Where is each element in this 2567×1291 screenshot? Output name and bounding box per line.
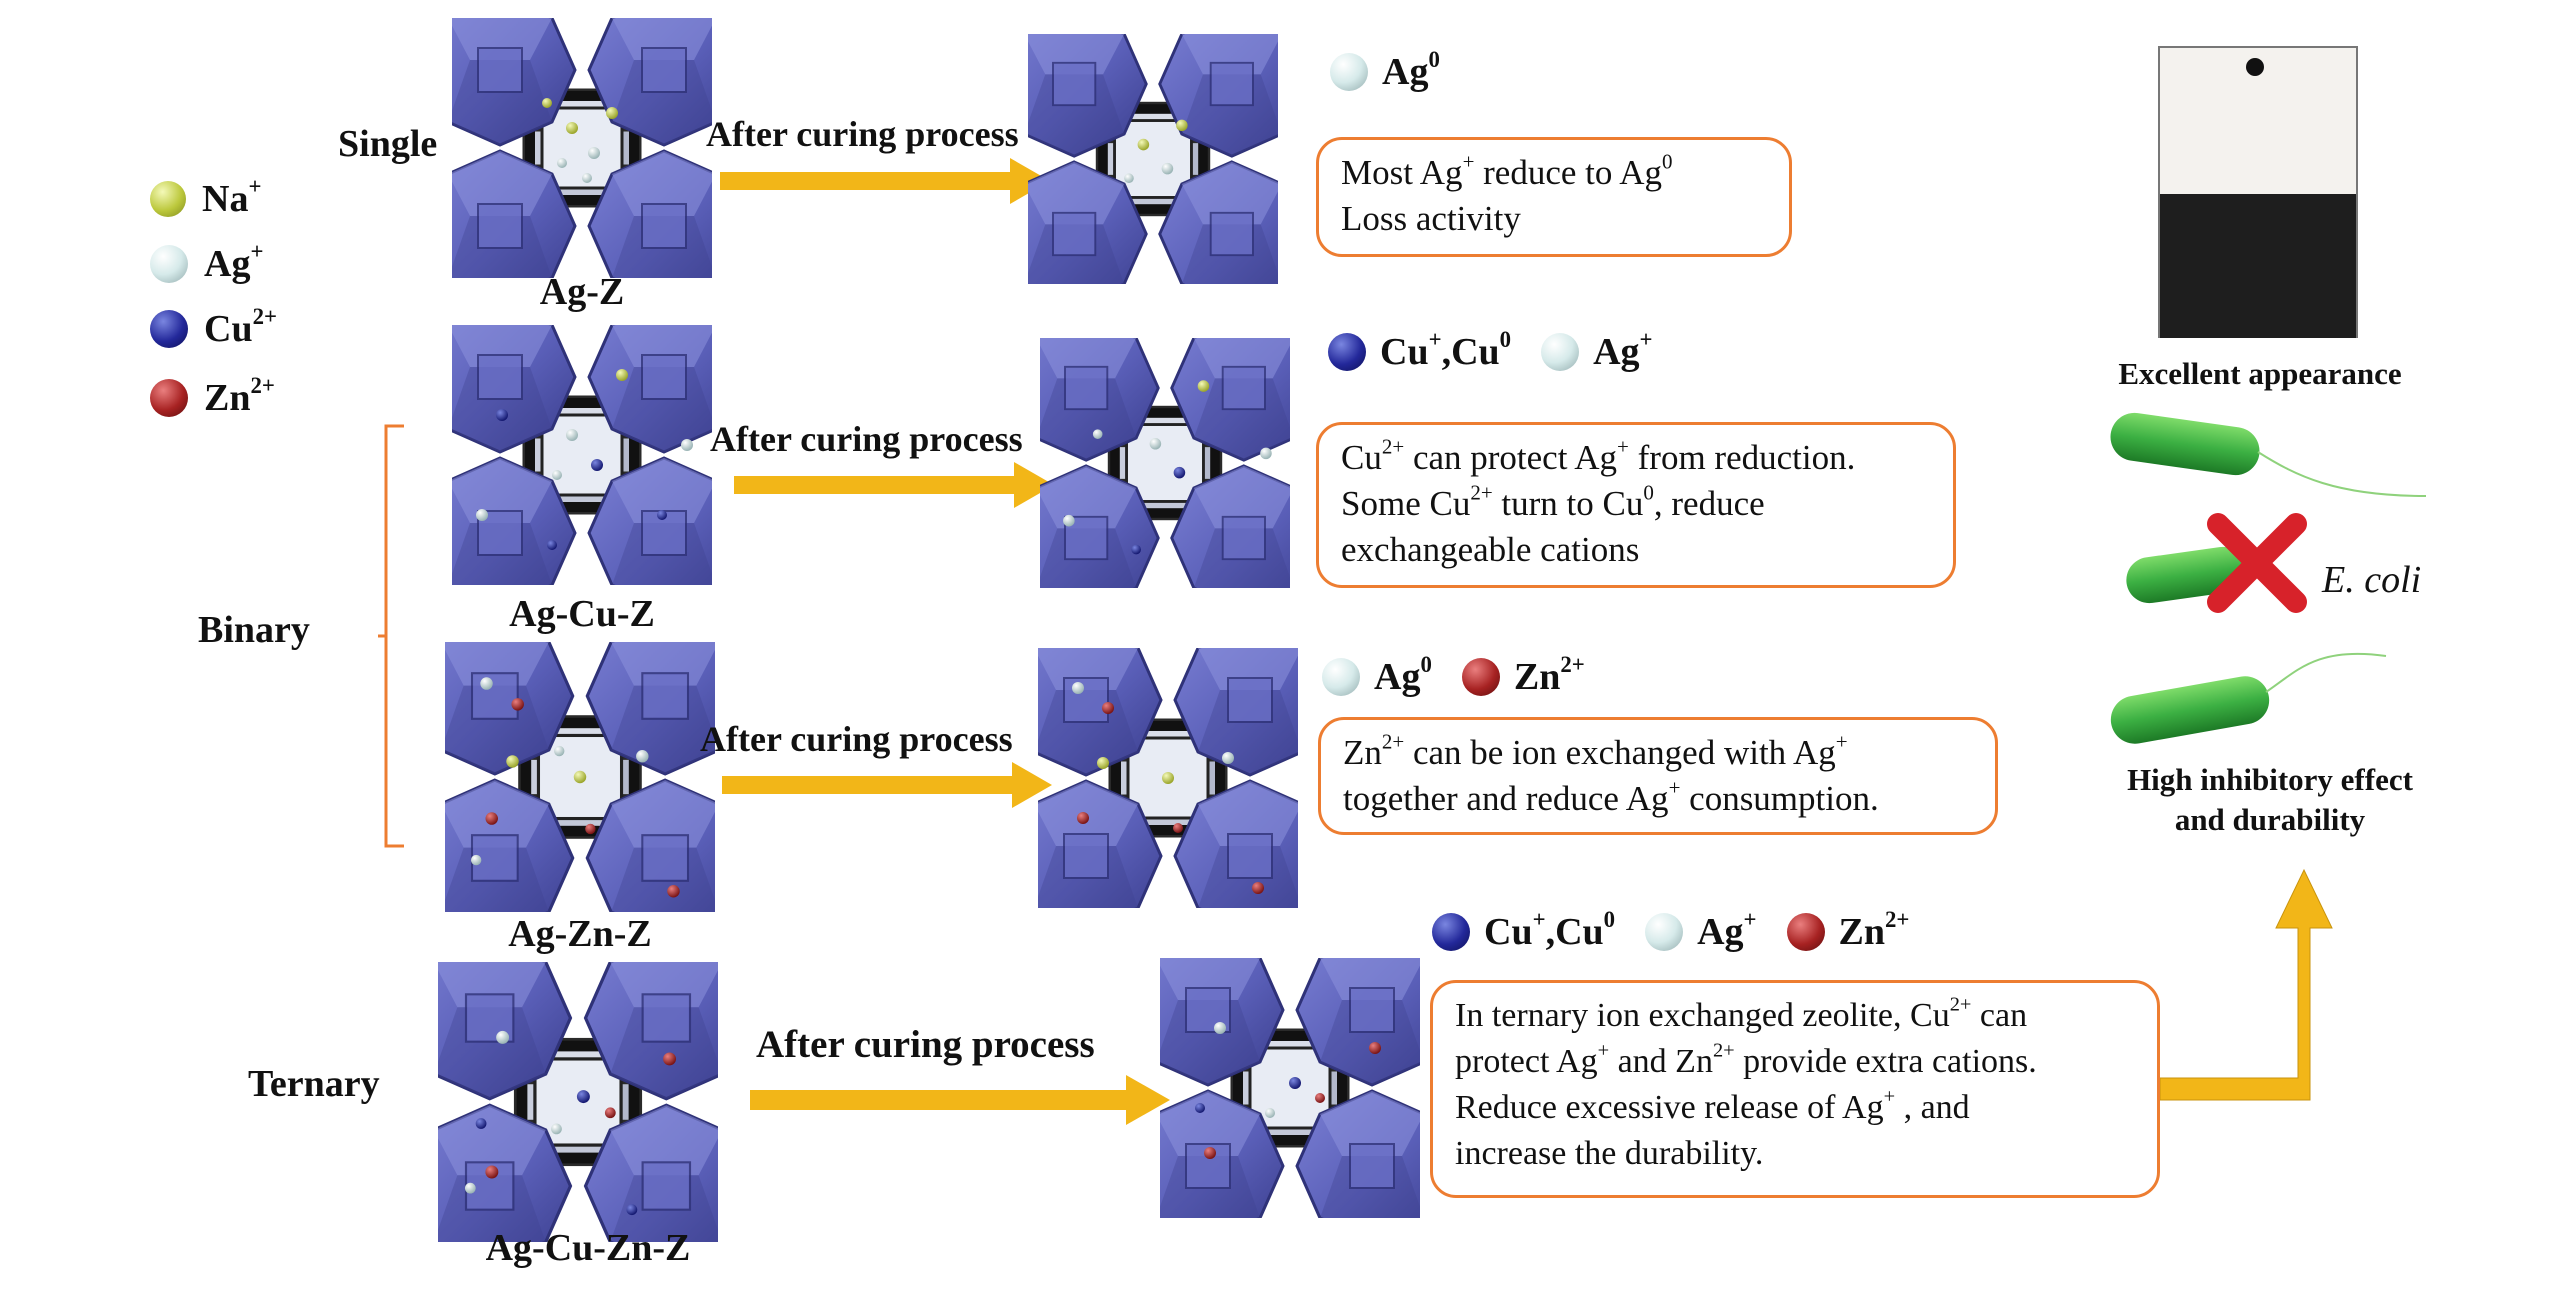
result-line: Reduce excessive release of Ag+ , and	[1455, 1085, 1970, 1126]
ag-ion-icon	[1541, 333, 1580, 371]
sample-ag-zn-z: Ag-Zn-Z	[508, 913, 652, 955]
species-label: Cu+,Cu0	[1380, 326, 1512, 373]
species-label: Ag+	[1593, 326, 1653, 373]
zeolite-ag-cu-z-after	[1040, 338, 1290, 588]
result-box-single: Most Ag+ reduce to Ag0 Loss activity	[1316, 137, 1792, 257]
coated-panel-image	[2158, 46, 2358, 338]
effect-label-line1: High inhibitory effect	[2127, 762, 2413, 797]
cu-ion-icon	[150, 310, 188, 348]
arrow-label-ag-zn: After curing process	[700, 719, 1013, 759]
bacterium-icon	[2110, 652, 2387, 744]
legend-label: Cu2+	[204, 303, 277, 350]
process-arrow-ternary	[750, 1075, 1170, 1125]
zeolite-ag-zn-z-after	[1038, 648, 1298, 908]
zn-ion-icon	[150, 379, 188, 417]
process-arrow-ag-zn	[722, 762, 1052, 808]
process-arrow-ag-cu	[734, 462, 1054, 508]
category-ternary: Ternary	[248, 1063, 380, 1105]
category-binary: Binary	[198, 609, 310, 651]
outcome-arrow	[2160, 868, 2333, 1101]
organism-label: E. coli	[2322, 559, 2422, 601]
species-row-ag-zn: Ag0 Zn2+	[1322, 651, 1615, 699]
result-line: Cu2+ can protect Ag+ from reduction.	[1341, 434, 1856, 477]
cu-ion-icon	[1432, 913, 1470, 951]
arrow-label-ternary: After curing process	[756, 1023, 1095, 1066]
arrow-label-single: After curing process	[706, 114, 1019, 154]
zeolite-ag-zn-z-before	[445, 642, 715, 912]
species-label: Ag+	[1697, 906, 1757, 953]
zeolite-ag-cu-z-before	[452, 325, 712, 585]
species-label: Zn2+	[1513, 651, 1585, 698]
ag-ion-icon	[1645, 913, 1684, 951]
species-row-ag-cu: Cu+,Cu0 Ag+	[1328, 326, 1683, 374]
coated-area	[2160, 194, 2356, 338]
legend-zn: Zn2+	[150, 372, 275, 420]
ag-ion-icon	[1330, 53, 1368, 91]
result-box-ag-cu: Cu2+ can protect Ag+ from reduction. Som…	[1316, 422, 1956, 588]
appearance-label: Excellent appearance	[2118, 356, 2402, 391]
process-arrow-single	[720, 158, 1050, 204]
zn-ion-icon	[1461, 658, 1500, 696]
result-line: Loss activity	[1341, 199, 1521, 238]
species-label: Cu+,Cu0	[1484, 906, 1616, 953]
result-line: Zn2+ can be ion exchanged with Ag+	[1343, 729, 1848, 772]
effect-label-line2: and durability	[2174, 802, 2366, 837]
legend-label: Ag+	[204, 238, 264, 285]
sample-ag-cu-zn-z: Ag-Cu-Zn-Z	[485, 1227, 691, 1269]
species-row-ternary: Cu+,Cu0 Ag+ Zn2+	[1432, 906, 1939, 954]
species-label: Ag0	[1374, 651, 1432, 698]
legend-cu: Cu2+	[150, 303, 277, 351]
result-line: exchangeable cations	[1341, 530, 1640, 569]
result-line: together and reduce Ag+ consumption.	[1343, 775, 1879, 818]
result-box-ag-zn: Zn2+ can be ion exchanged with Ag+ toget…	[1318, 717, 1998, 835]
result-line: Most Ag+ reduce to Ag0	[1341, 149, 1673, 192]
arrow-label-ag-cu: After curing process	[710, 419, 1023, 459]
bacterium-icon	[2110, 412, 2427, 497]
result-box-ternary: In ternary ion exchanged zeolite, Cu2+ c…	[1430, 980, 2160, 1198]
result-line: Some Cu2+ turn to Cu0, reduce	[1341, 480, 1765, 523]
zeolite-ag-z-before	[452, 18, 712, 278]
na-ion-icon	[150, 181, 186, 217]
zeolite-ag-z-after	[1028, 34, 1278, 284]
ag-ion-icon	[1322, 658, 1360, 696]
result-line: In ternary ion exchanged zeolite, Cu2+ c…	[1455, 993, 2028, 1034]
cross-icon	[2207, 513, 2307, 613]
zeolite-ag-cu-zn-z-before	[438, 962, 718, 1242]
binary-bracket	[378, 424, 404, 848]
species-label: Ag0	[1382, 46, 1440, 93]
zeolite-ag-cu-zn-z-after	[1160, 958, 1420, 1218]
bacteria-illustration	[2110, 412, 2427, 744]
sample-ag-cu-z: Ag-Cu-Z	[509, 593, 655, 635]
result-line: increase the durability.	[1455, 1135, 1764, 1172]
species-row-single: Ag0	[1330, 46, 1470, 94]
legend-ag: Ag+	[150, 238, 264, 286]
species-label: Zn2+	[1838, 906, 1910, 953]
panel-hole-icon	[2246, 58, 2264, 76]
result-line: protect Ag+ and Zn2+ provide extra catio…	[1455, 1039, 2037, 1080]
zn-ion-icon	[1786, 913, 1825, 951]
ag-ion-icon	[150, 245, 188, 283]
cu-ion-icon	[1328, 333, 1366, 371]
legend-label: Zn2+	[204, 372, 275, 419]
sample-ag-z: Ag-Z	[539, 271, 625, 313]
category-single: Single	[338, 123, 438, 165]
legend-label: Na+	[202, 173, 262, 220]
legend-na: Na+	[150, 173, 262, 221]
